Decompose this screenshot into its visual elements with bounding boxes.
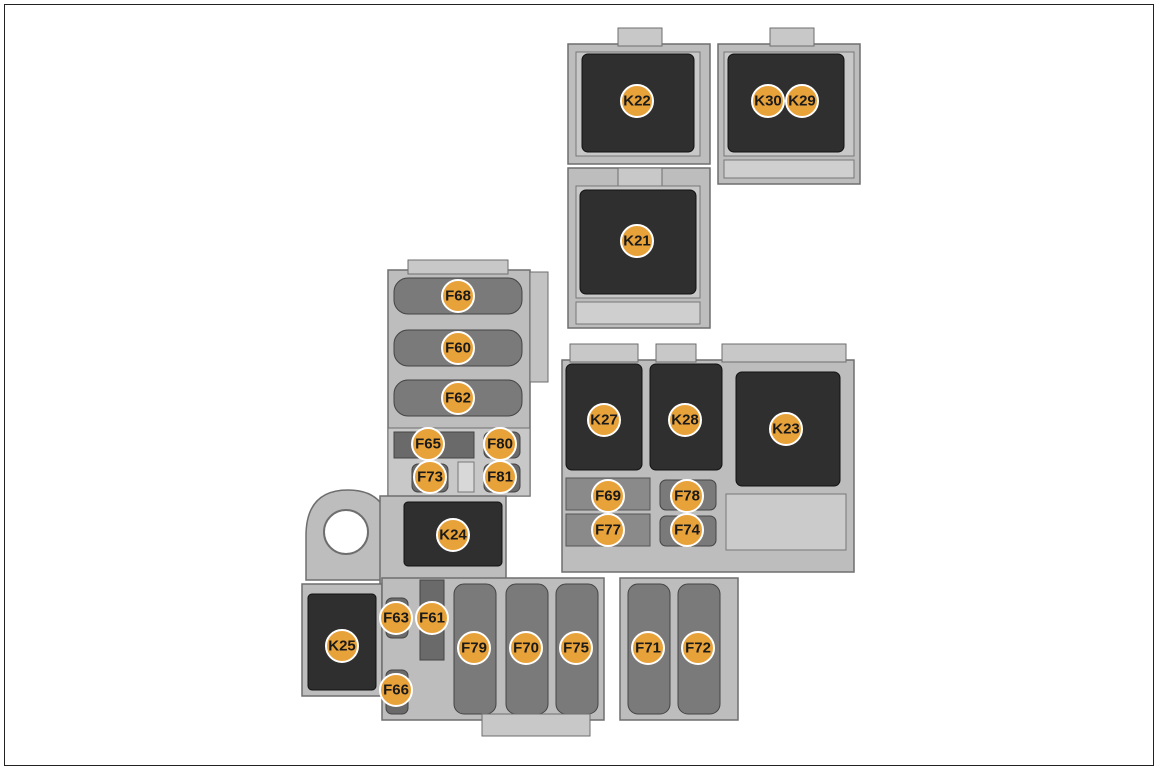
- fuse-f81: F81: [483, 460, 517, 494]
- fuse-f71: F71: [631, 631, 665, 665]
- relay-badge-k28: [668, 403, 702, 437]
- fuse-badge-f79: [457, 631, 491, 665]
- relay-k27: K27: [587, 403, 621, 437]
- fuse-badge-f63: [379, 601, 413, 635]
- fuse-label-f62: F62: [445, 390, 471, 407]
- relay-k23: K23: [769, 412, 803, 446]
- relay-badge-k30: [751, 84, 785, 118]
- relay-k30: K30: [751, 84, 785, 118]
- fuse-label-f78: F78: [674, 488, 700, 505]
- fuse-badge-f60: [441, 331, 475, 365]
- fuse-label-f70: F70: [513, 640, 539, 657]
- fuse-label-f60: F60: [445, 340, 471, 357]
- fuse-label-f80: F80: [487, 436, 513, 453]
- fuse-f77: F77: [591, 513, 625, 547]
- fuse-badge-f71: [631, 631, 665, 665]
- relay-k29: K29: [785, 84, 819, 118]
- relay-badge-k29: [785, 84, 819, 118]
- relay-label-k29: K29: [788, 93, 816, 110]
- fuse-f75: F75: [559, 631, 593, 665]
- fuse-f73: F73: [413, 460, 447, 494]
- relay-badge-k24: [436, 518, 470, 552]
- relay-holder-k21: [567, 167, 711, 329]
- fuse-badge-f62: [441, 381, 475, 415]
- relay-label-k22: K22: [623, 93, 651, 110]
- relay-label-k23: K23: [772, 421, 800, 438]
- fuse-label-f77: F77: [595, 522, 621, 539]
- relay-label-k25: K25: [328, 638, 356, 655]
- relay-label-k28: K28: [671, 412, 699, 429]
- relay-badge-k27: [587, 403, 621, 437]
- relay-block-k24: [305, 489, 507, 585]
- fuse-f62: F62: [441, 381, 475, 415]
- fuse-label-f69: F69: [595, 488, 621, 505]
- fuse-label-f72: F72: [685, 640, 711, 657]
- fuse-badge-f61: [415, 601, 449, 635]
- fuse-f72: F72: [681, 631, 715, 665]
- fuse-f66: F66: [379, 673, 413, 707]
- fuse-label-f74: F74: [674, 522, 701, 539]
- fuse-f78: F78: [670, 479, 704, 513]
- fuse-label-f66: F66: [383, 682, 409, 699]
- fuse-label-f75: F75: [563, 640, 589, 657]
- fuse-badge-f65: [411, 427, 445, 461]
- relay-k24: K24: [436, 518, 470, 552]
- relay-block-right: [561, 343, 855, 573]
- fuse-f65: F65: [411, 427, 445, 461]
- fuse-f63: F63: [379, 601, 413, 635]
- fuse-badge-f69: [591, 479, 625, 513]
- fuse-badge-f66: [379, 673, 413, 707]
- fuse-f80: F80: [483, 427, 517, 461]
- relay-badge-k25: [325, 629, 359, 663]
- fuse-f60: F60: [441, 331, 475, 365]
- relay-label-k27: K27: [590, 412, 618, 429]
- relay-k21: K21: [620, 224, 654, 258]
- relay-holder-k30-k29: [717, 27, 861, 185]
- relay-badge-k21: [620, 224, 654, 258]
- fuse-label-f65: F65: [415, 436, 441, 453]
- fuse-label-f73: F73: [417, 469, 443, 486]
- fuse-badge-f70: [509, 631, 543, 665]
- fuse-f70: F70: [509, 631, 543, 665]
- relay-label-k30: K30: [754, 93, 782, 110]
- fuse-badge-f78: [670, 479, 704, 513]
- fuse-f69: F69: [591, 479, 625, 513]
- fuse-label-f61: F61: [419, 610, 445, 627]
- relay-badge-k23: [769, 412, 803, 446]
- fuse-badge-f74: [670, 513, 704, 547]
- fuse-label-f71: F71: [635, 640, 661, 657]
- relay-k28: K28: [668, 403, 702, 437]
- fuse-f61: F61: [415, 601, 449, 635]
- fuse-label-f81: F81: [487, 469, 513, 486]
- fuse-f79: F79: [457, 631, 491, 665]
- relay-badge-k22: [620, 84, 654, 118]
- fuse-label-f79: F79: [461, 640, 487, 657]
- fuse-f68: F68: [441, 279, 475, 313]
- relay-k25: K25: [325, 629, 359, 663]
- fuse-badge-f77: [591, 513, 625, 547]
- relay-k22: K22: [620, 84, 654, 118]
- fuse-badge-f72: [681, 631, 715, 665]
- fuse-badge-f81: [483, 460, 517, 494]
- fuse-badge-f73: [413, 460, 447, 494]
- fuse-f74: F74: [670, 513, 704, 547]
- fuse-label-f63: F63: [383, 610, 409, 627]
- relay-label-k21: K21: [623, 233, 651, 250]
- fuse-badge-f75: [559, 631, 593, 665]
- fuse-label-f68: F68: [445, 288, 471, 305]
- relay-holder-k22: [567, 27, 711, 165]
- fuse-badge-f68: [441, 279, 475, 313]
- relay-label-k24: K24: [439, 527, 467, 544]
